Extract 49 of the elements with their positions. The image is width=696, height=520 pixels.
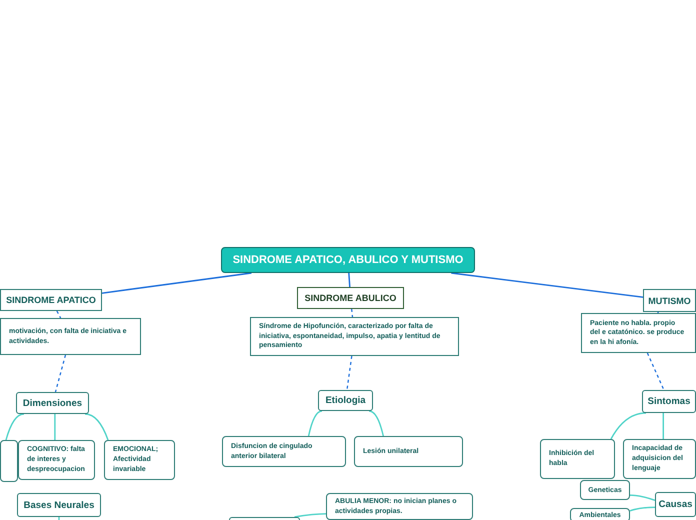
category-box [16,392,89,414]
detail-box [580,480,630,500]
connector-line [630,506,655,512]
connector-line [54,354,66,392]
detail-box [222,436,346,467]
node-text: Sintomas [648,396,690,407]
node-text: Dimensiones [22,398,82,408]
connector-line [102,272,252,294]
connector-line [84,413,109,440]
connector-line [348,272,350,288]
category-box [642,390,696,413]
node-text: Etiologia [325,395,366,406]
node-text: SINDROME ABULICO [304,293,396,303]
empty-box [0,440,18,482]
category-box [655,492,696,517]
connector-line [308,410,322,436]
detail-box [540,439,615,479]
detail-box [354,436,463,467]
node-text: Causas [658,499,692,510]
node-text: SINDROME APATICO [6,295,96,305]
connector-line [610,412,646,440]
topic-box [643,289,696,312]
category-box [318,390,373,411]
detail-box [326,493,473,520]
topic-box [0,289,102,311]
connector-line [368,410,384,436]
connector-line [5,413,24,440]
description-box [250,317,459,356]
detail-box [104,440,175,480]
node-text: MUTISMO [648,296,691,306]
connector-line [646,352,664,390]
connector-line [451,272,644,298]
description-box [0,318,141,355]
connector-line [346,356,352,390]
node-text: SINDROME APATICO, ABULICO Y MUTISMO [232,254,464,266]
connector-line [54,414,56,440]
connector-line [662,413,664,439]
description-box [581,313,696,353]
connector-line [351,308,354,318]
title-box [221,247,475,273]
category-box [17,493,101,517]
detail-box [570,508,630,520]
connector-line [630,494,656,501]
node-text: Bases Neurales [24,500,94,510]
connector-line [56,310,62,318]
topic-box [297,287,404,309]
connector-line [294,513,326,518]
detail-box [623,439,696,479]
detail-box [18,440,95,480]
